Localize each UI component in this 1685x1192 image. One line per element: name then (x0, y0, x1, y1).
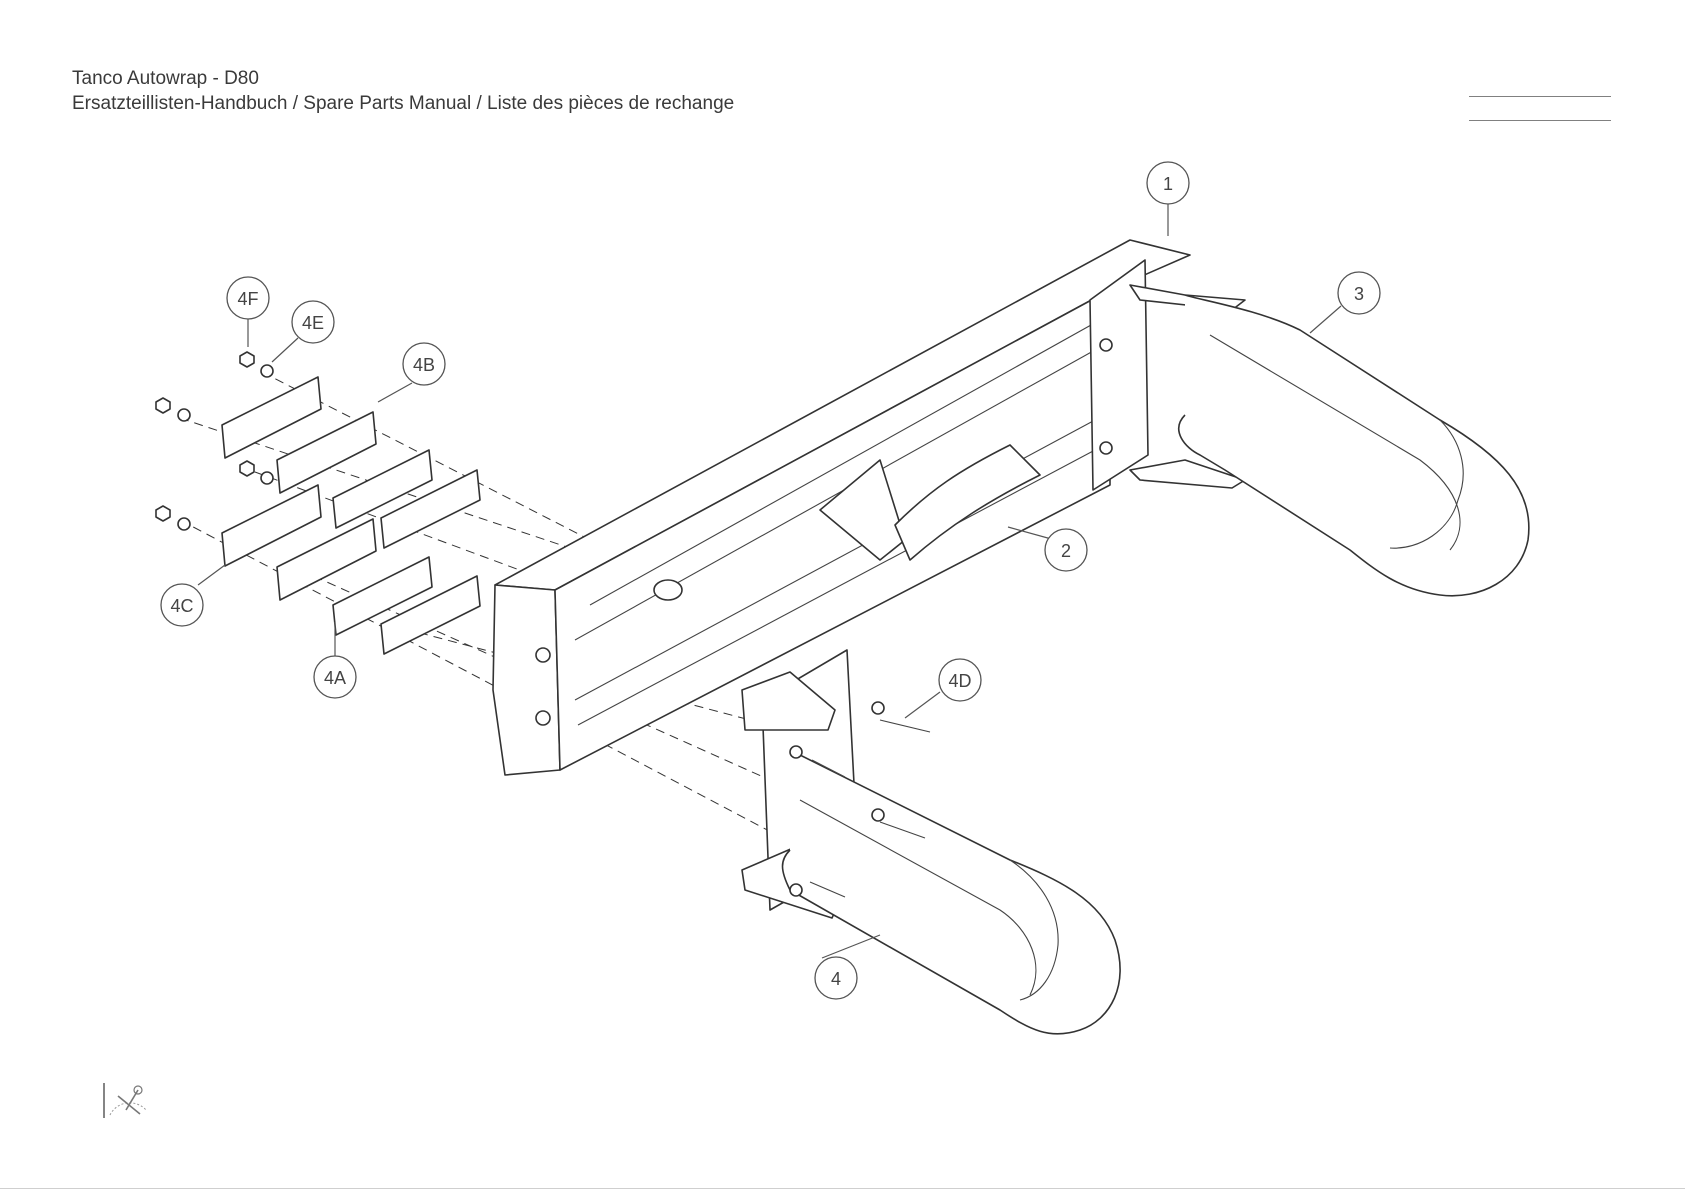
callout-4e: 4E (292, 301, 334, 343)
callout-label-4b: 4B (413, 355, 435, 375)
callout-label-4c: 4C (170, 596, 193, 616)
callout-4a: 4A (314, 656, 356, 698)
callout-label-3: 3 (1354, 284, 1364, 304)
callout-4b: 4B (403, 343, 445, 385)
main-frame (493, 240, 1245, 775)
callout-label-4d: 4D (948, 671, 971, 691)
callout-1: 1 (1147, 162, 1189, 204)
callout-4c: 4C (161, 584, 203, 626)
callout-label-2: 2 (1061, 541, 1071, 561)
callout-4f: 4F (227, 277, 269, 319)
exploded-small-parts (156, 352, 480, 654)
callout-label-4: 4 (831, 969, 841, 989)
callout-label-1: 1 (1163, 174, 1173, 194)
callout-label-4a: 4A (324, 668, 346, 688)
callout-2: 2 (1045, 529, 1087, 571)
callout-4d: 4D (939, 659, 981, 701)
wrench-gear-icon (104, 1083, 146, 1118)
page-bottom-rule (0, 1188, 1685, 1189)
callout-label-4e: 4E (302, 313, 324, 333)
callout-4: 4 (815, 957, 857, 999)
rear-arm (1179, 295, 1529, 596)
callout-label-4f: 4F (237, 289, 258, 309)
front-arm (742, 650, 1120, 1034)
callout-3: 3 (1338, 272, 1380, 314)
